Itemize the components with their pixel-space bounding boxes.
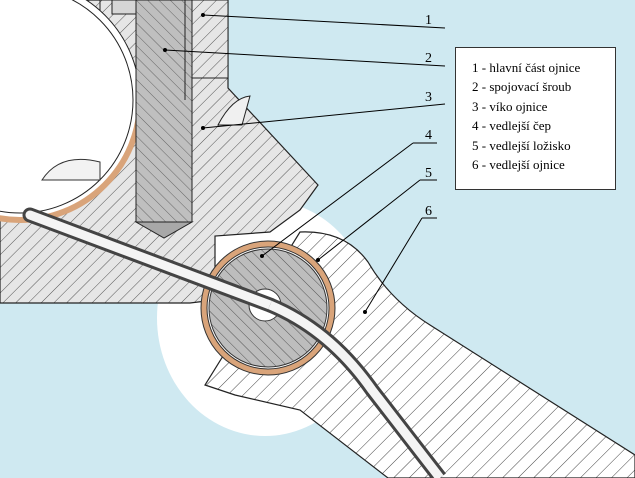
leader-2	[164, 49, 446, 67]
legend-item-6: 6 - vedlejší ojnice	[472, 157, 565, 173]
legend-item-4: 4 - vedlejší čep	[472, 118, 552, 134]
callout-5: 5	[425, 166, 432, 181]
bolt-head-edge	[111, 0, 137, 15]
legend-item-2: 2 - spojovací šroub	[472, 79, 572, 95]
legend-item-1: 1 - hlavní část ojnice	[472, 60, 581, 75]
oil-channel-lower	[268, 300, 444, 478]
callout-3: 3	[425, 90, 432, 105]
big-end-bearing	[0, 99, 143, 223]
oil-channel-upper	[25, 210, 275, 310]
leader-5	[317, 179, 421, 261]
bolt-shank	[135, 0, 193, 223]
leader-6	[364, 217, 423, 313]
legend-box: 1 - hlavní část ojnice 2 - spojovací šro…	[455, 47, 616, 190]
legend-item-3: 3 - víko ojnice	[472, 98, 548, 114]
cap-fillet	[217, 95, 251, 126]
leader-4	[261, 142, 414, 257]
leader-3	[202, 103, 446, 129]
callout-6: 6	[425, 204, 432, 219]
oil-lip	[41, 158, 101, 181]
legend-item-5: 5 - vedlejší ložisko	[472, 137, 571, 153]
callout-1: 1	[425, 13, 432, 28]
bolt-tip	[134, 221, 194, 239]
leader-1	[202, 14, 446, 29]
callout-2: 2	[425, 51, 432, 66]
callout-4: 4	[425, 128, 432, 143]
big-end-inner	[0, 0, 134, 214]
